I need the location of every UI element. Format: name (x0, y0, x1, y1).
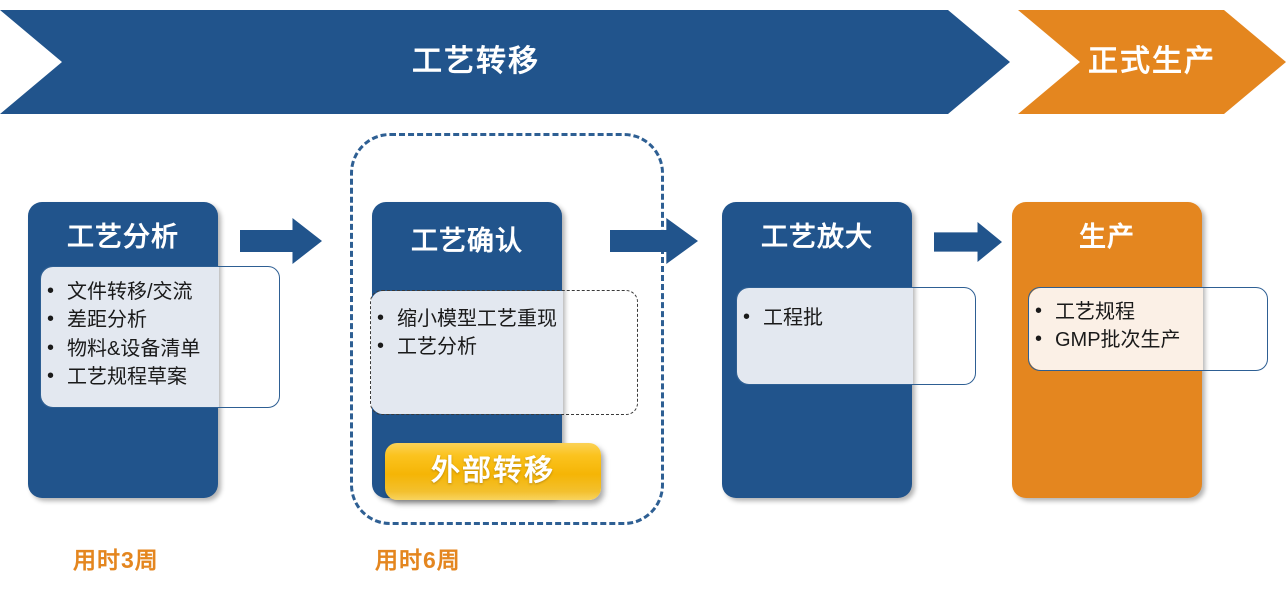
stage-title-process-analysis: 工艺分析 (67, 222, 179, 252)
phase-banner-commercial-production: 正式生产 (1018, 10, 1286, 114)
external-transfer-badge-label: 外部转移 (430, 455, 555, 487)
duration-stage-2: 用时6周 (375, 547, 461, 573)
stage-details-process-scale-up: 工程批 (736, 287, 976, 385)
stage-title-process-confirmation: 工艺确认 (411, 226, 523, 256)
arrow-stage1-to-stage2 (240, 218, 322, 264)
phase-banner-process-transfer: 工艺转移 (0, 10, 1010, 114)
duration-stage-1: 用时3周 (73, 547, 159, 573)
stage-title-production: 生产 (1079, 222, 1135, 252)
list-item: 工程批 (737, 303, 975, 332)
phase-banner: 工艺转移 正式生产 (0, 10, 1286, 114)
stage-details-production: 工艺规程 GMP批次生产 (1028, 287, 1268, 371)
stage-details-process-confirmation: 缩小模型工艺重现 工艺分析 (370, 290, 638, 415)
list-item: 工艺分析 (371, 332, 637, 361)
arrow-stage3-to-stage4 (934, 222, 1002, 262)
list-item: GMP批次生产 (1029, 325, 1267, 354)
phase-banner-process-transfer-label: 工艺转移 (412, 45, 540, 78)
external-transfer-badge[interactable]: 外部转移 (385, 443, 601, 500)
list-item: 缩小模型工艺重现 (371, 304, 637, 333)
outsourced-scope-group (350, 133, 664, 525)
list-item: 文件转移/交流 (41, 277, 279, 306)
list-item: 工艺规程草案 (41, 362, 279, 391)
phase-banner-commercial-production-label: 正式生产 (1088, 45, 1216, 78)
stage-details-process-analysis: 文件转移/交流 差距分析 物料&设备清单 工艺规程草案 (40, 266, 280, 408)
stage-title-process-scale-up: 工艺放大 (761, 222, 873, 252)
list-item: 工艺规程 (1029, 297, 1267, 326)
list-item: 物料&设备清单 (41, 334, 279, 363)
list-item: 差距分析 (41, 305, 279, 334)
